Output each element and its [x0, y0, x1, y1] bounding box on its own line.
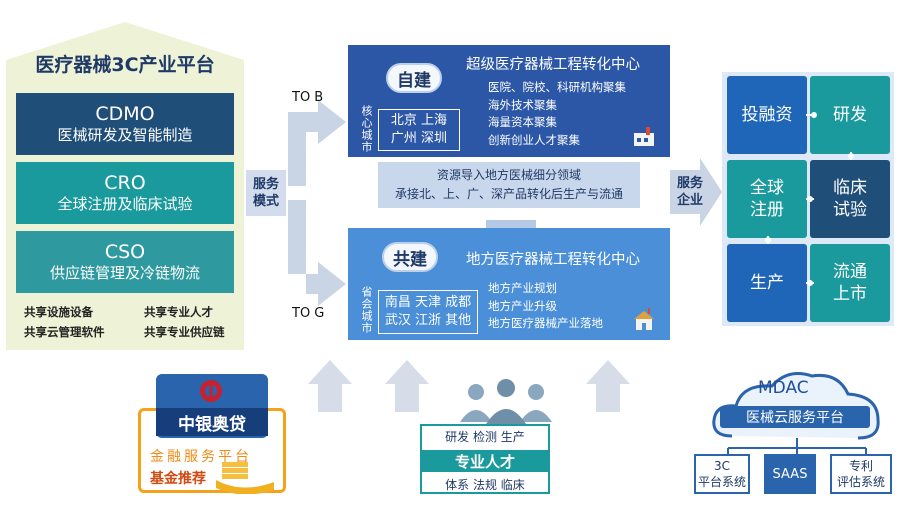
cloud-up-arrow: [586, 360, 630, 412]
provincial-city-label: 省会城市: [360, 286, 373, 334]
city-row: 武汉 江浙 其他: [384, 313, 472, 328]
talent-bottom-skills: 体系 法规 临床: [445, 478, 525, 492]
service-cso: CSO 供应链管理及冷链物流: [16, 231, 234, 293]
service-mode-line2: 模式: [252, 194, 279, 209]
bank-up-arrow: [308, 360, 352, 412]
list-item: 地方产业规划: [488, 281, 557, 295]
grid-production: 生产: [727, 244, 807, 322]
coin-hand-icon: [216, 462, 274, 494]
service-enterprise-line1: 服务: [676, 176, 703, 191]
service-name: CSO: [104, 241, 146, 263]
grid-line: 全球: [750, 178, 784, 198]
list-item: 医院、院校、科研机构聚集: [488, 80, 626, 94]
cloud-3c-line2: 平台系统: [697, 475, 746, 489]
grid-line: 投融资: [741, 105, 793, 125]
grid-financing: 投融资: [727, 76, 807, 154]
platform-house: 医疗器械3C产业平台 CDMO 医械研发及智能制造 CRO 全球注册及临床试验 …: [6, 20, 244, 350]
service-desc: 全球注册及临床试验: [57, 195, 193, 213]
list-item: 创新创业人才聚集: [488, 132, 580, 147]
list-item: 地方产业升级: [488, 298, 557, 313]
talent-title: 专业人才: [422, 450, 548, 472]
center-top-list: 医院、院校、科研机构聚集 海外技术聚集 海量资本聚集 创新创业人才聚集: [488, 79, 626, 149]
center-bottom-title: 地方医疗器械工程转化中心: [466, 252, 640, 268]
service-name: CDMO: [95, 103, 155, 125]
platform-title: 医疗器械3C产业平台: [35, 54, 215, 76]
resource-line1: 资源导入地方医械细分领域: [436, 168, 581, 182]
service-cro: CRO 全球注册及临床试验: [16, 162, 234, 224]
bank-name: 中银奥贷: [156, 408, 268, 436]
core-city-box: 北京 上海 广州 深圳: [378, 109, 460, 151]
service-cdmo: CDMO 医械研发及智能制造: [16, 93, 234, 155]
service-enterprise-box: 服务 企业: [670, 172, 710, 212]
list-item: 海外技术聚集: [488, 97, 557, 112]
cloud-brand: MDAC: [758, 378, 809, 398]
cloud-patent-box: 专利 评估系统: [830, 454, 892, 494]
to-b-arrow: [288, 100, 346, 186]
service-mode-line1: 服务: [252, 177, 279, 192]
grid-registration: 全球 注册: [727, 160, 807, 238]
center-top-panel: 自建 核心城市 北京 上海 广州 深圳 超级医疗器械工程转化中心 医院、院校、科…: [348, 45, 670, 157]
center-bottom-panel: 共建 省会城市 南昌 天津 成都 武汉 江浙 其他 地方医疗器械工程转化中心 地…: [348, 228, 670, 340]
cloud-3c-line1: 3C: [713, 459, 730, 473]
people-group-icon: [460, 379, 552, 424]
to-b-label: TO B: [292, 90, 324, 105]
grid-line: 研发: [833, 105, 867, 125]
talent-top-skills: 研发 检测 生产: [445, 430, 525, 444]
city-row: 广州 深圳: [390, 131, 448, 146]
cloud-patent-line1: 专利: [848, 459, 873, 473]
list-item: 地方医疗器械产业落地: [488, 316, 603, 330]
service-desc: 医械研发及智能制造: [57, 126, 193, 144]
factory-icon: [634, 127, 654, 146]
grid-line: 注册: [750, 200, 784, 220]
service-mode-box: 服务 模式: [246, 170, 286, 216]
center-top-title: 超级医疗器械工程转化中心: [466, 57, 640, 73]
to-g-label: TO G: [292, 306, 325, 321]
talent-up-arrow-left: [385, 360, 429, 412]
grid-line: 试验: [833, 200, 867, 220]
shared-item: 共享云管理软件: [24, 325, 105, 339]
shared-item: 共享专业供应链: [144, 325, 225, 339]
provincial-city-box: 南昌 天津 成都 武汉 江浙 其他: [378, 290, 478, 334]
shared-item: 共享专业人才: [144, 305, 213, 319]
house-icon: [634, 308, 654, 330]
city-row: 北京 上海: [390, 113, 448, 128]
core-city-label: 核心城市: [360, 105, 373, 153]
center-bottom-list: 地方产业规划 地方产业升级 地方医疗器械产业落地: [488, 280, 603, 333]
grid-line: 临床: [833, 178, 867, 198]
to-g-arrow: [288, 200, 346, 306]
service-enterprise-arrow: [670, 158, 722, 226]
shared-item: 共享设施设备: [24, 305, 93, 319]
fund-recommend-label: 基金推荐: [150, 471, 206, 487]
grid-clinical: 临床 试验: [810, 160, 890, 238]
grid-line: 上市: [833, 284, 867, 304]
list-item: 海量资本聚集: [488, 115, 557, 129]
finance-platform-label: 金融服务平台: [150, 449, 252, 465]
grid-line: 流通: [833, 262, 867, 282]
grid-rnd: 研发: [810, 76, 890, 154]
cloud-3c-box: 3C 平台系统: [694, 454, 750, 494]
service-enterprise-line2: 企业: [676, 193, 703, 208]
grid-distribution: 流通 上市: [810, 244, 890, 322]
bank-logo-icon: [200, 380, 222, 402]
city-row: 南昌 天津 成都: [384, 295, 472, 310]
cloud-patent-line2: 评估系统: [836, 475, 885, 489]
cloud-title: 医械云服务平台: [720, 406, 870, 428]
resource-line2: 承接北、上、广、深产品转化后生产与流通: [394, 187, 623, 201]
grid-line: 生产: [750, 273, 784, 293]
service-desc: 供应链管理及冷链物流: [49, 264, 200, 282]
service-name: CRO: [104, 172, 146, 194]
self-build-badge: 自建: [386, 63, 442, 93]
cloud-saas-box: SAAS: [764, 454, 816, 494]
co-build-badge: 共建: [382, 242, 438, 272]
grid-connectors: [765, 112, 854, 286]
resource-import-box: 资源导入地方医械细分领域 承接北、上、广、深产品转化后生产与流通: [378, 162, 640, 208]
